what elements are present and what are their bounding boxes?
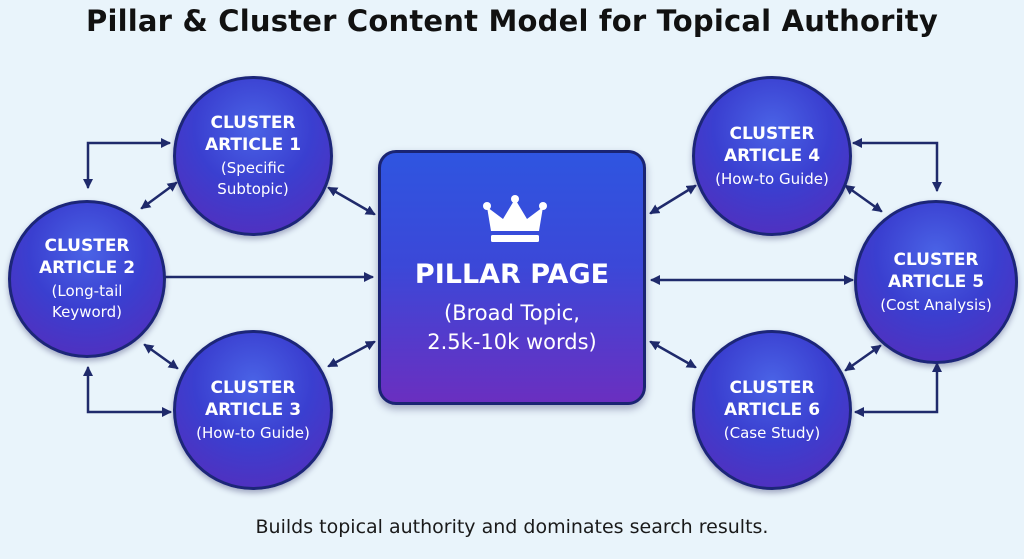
arrow-pillar-cluster3 xyxy=(327,340,376,368)
cluster-1-label-line2: ARTICLE 1 xyxy=(204,135,302,155)
arrow-cluster5-cluster6-diag xyxy=(844,344,882,372)
cluster-article-4-node: CLUSTER ARTICLE 4 (How-to Guide) xyxy=(692,76,852,236)
cluster-6-label-line1: CLUSTER xyxy=(729,377,815,398)
cluster-2-subtitle: (Long-tail Keyword) xyxy=(51,282,123,321)
cluster-4-label-line1: CLUSTER xyxy=(729,123,815,144)
cluster-6-label-line2: ARTICLE 6 xyxy=(723,399,821,420)
arrow-cluster4-cluster5-elbow xyxy=(852,138,942,192)
cluster-2-label-line1: CLUSTER xyxy=(44,236,130,256)
pillar-page-title: PILLAR PAGE xyxy=(414,259,610,290)
arrow-pillar-cluster1 xyxy=(327,186,376,216)
arrow-cluster2-cluster3-elbow xyxy=(83,366,172,417)
cluster-1-label-line1: CLUSTER xyxy=(210,113,296,133)
cluster-article-2-node: CLUSTER ARTICLE 2 (Long-tail Keyword) xyxy=(8,200,166,358)
crown-icon xyxy=(483,195,547,242)
arrow-cluster4-cluster5-diag xyxy=(844,184,883,213)
cluster-5-subtitle: (Cost Analysis) xyxy=(880,295,992,314)
cluster-1-subtitle: (Specific Subtopic) xyxy=(217,159,289,198)
arrow-cluster1-cluster2-diag xyxy=(140,181,178,210)
arrow-cluster2-cluster3-diag xyxy=(143,343,179,370)
pillar-subtitle-line2: 2.5k-10k words) xyxy=(427,330,597,354)
cluster-article-1-node: CLUSTER ARTICLE 1 (Specific Subtopic) xyxy=(173,76,333,236)
cluster-4-subtitle: (How-to Guide) xyxy=(715,169,829,188)
cluster-2-label-line2: ARTICLE 2 xyxy=(38,258,136,278)
cluster-4-label-line2: ARTICLE 4 xyxy=(723,145,821,166)
cluster-5-label-line1: CLUSTER xyxy=(893,249,979,270)
pillar-page-subtitle: (Broad Topic, 2.5k-10k words) xyxy=(381,299,643,357)
cluster-3-label-line1: CLUSTER xyxy=(210,377,296,398)
cluster-3-subtitle: (How-to Guide) xyxy=(196,423,310,442)
arrow-pillar-cluster6 xyxy=(649,340,697,369)
cluster-5-label-line2: ARTICLE 5 xyxy=(887,271,985,292)
cluster-article-3-node: CLUSTER ARTICLE 3 (How-to Guide) xyxy=(173,330,333,490)
cluster-6-subtitle: (Case Study) xyxy=(723,423,821,442)
cluster-article-5-node: CLUSTER ARTICLE 5 (Cost Analysis) xyxy=(854,200,1018,364)
pillar-subtitle-line1: (Broad Topic, xyxy=(444,301,580,325)
arrow-cluster5-cluster6-elbow xyxy=(854,362,942,417)
cluster-article-6-node: CLUSTER ARTICLE 6 (Case Study) xyxy=(692,330,852,490)
arrow-cluster1-cluster2-elbow xyxy=(83,138,171,189)
pillar-page-node: PILLAR PAGE (Broad Topic, 2.5k-10k words… xyxy=(378,150,646,405)
cluster-3-label-line2: ARTICLE 3 xyxy=(204,399,302,420)
diagram-caption: Builds topical authority and dominates s… xyxy=(255,516,769,538)
arrow-pillar-cluster4 xyxy=(649,184,697,215)
diagram-title: Pillar & Cluster Content Model for Topic… xyxy=(86,4,938,38)
